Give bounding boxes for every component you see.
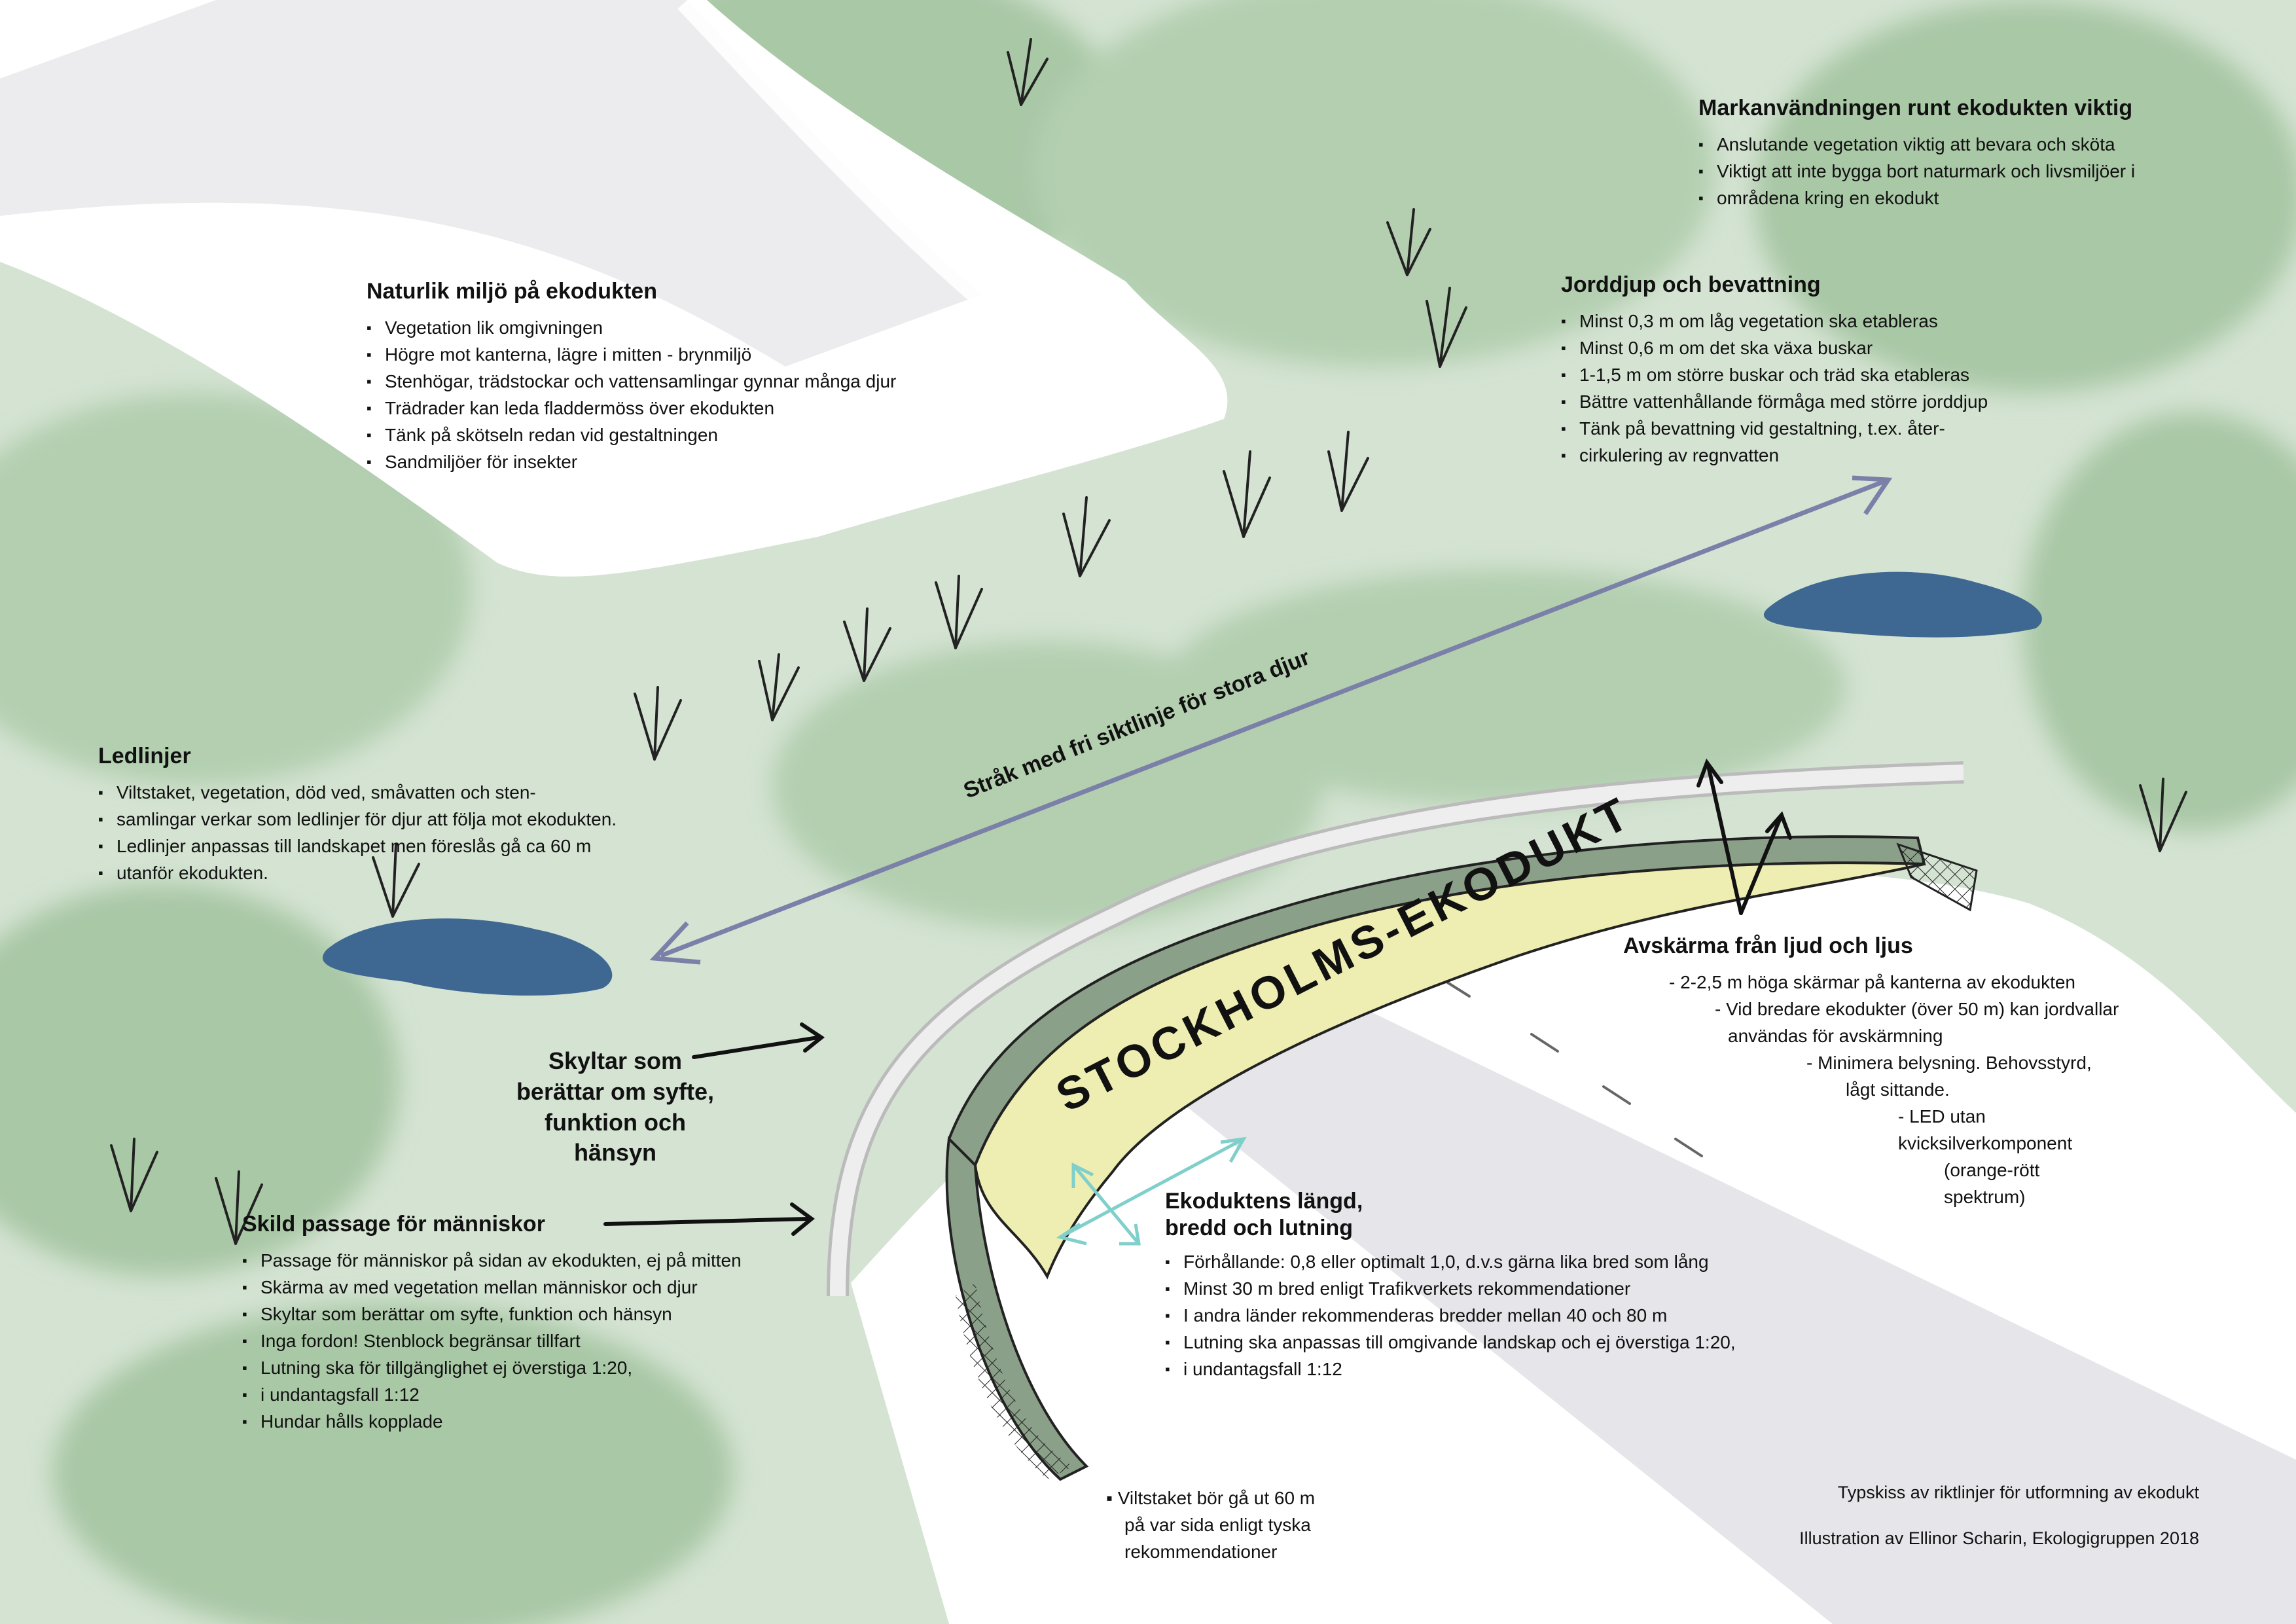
list-item: lågt sittande. <box>1846 1079 1950 1100</box>
credit-line2: Illustration av Ellinor Scharin, Ekologi… <box>1799 1528 2199 1548</box>
block-avskarma: Avskärma från ljud och ljus - 2-2,5 m hö… <box>1623 933 2121 1210</box>
block-skild: Skild passage för människor Passage för … <box>242 1211 831 1435</box>
list-item: Skyltar som berättar om syfte, funktion … <box>242 1301 831 1327</box>
list-item: I andra länder rekommenderas bredder mel… <box>1165 1302 1833 1329</box>
pointer-arrows <box>603 758 1792 1236</box>
block-skild-list: Passage för människor på sidan av ekoduk… <box>242 1247 831 1435</box>
block-ledlinjer-title: Ledlinjer <box>98 744 191 768</box>
block-avskarma-list: - 2-2,5 m höga skärmar på kanterna av ek… <box>1623 969 2121 1210</box>
list-item: Ledlinjer anpassas till landskapet men f… <box>98 833 720 859</box>
callout-skyltar-line1: Skyltar som <box>548 1047 683 1074</box>
list-item: Tänk på skötseln redan vid gestaltningen <box>367 422 1008 448</box>
list-item: - 2-2,5 m höga skärmar på kanterna av ek… <box>1669 971 2076 992</box>
block-ledlinjer-list: Viltstaket, vegetation, död ved, småvatt… <box>98 779 720 886</box>
callout-skyltar: Skyltar som berättar om syfte, funktion … <box>511 1046 720 1168</box>
list-item: - LED utan kvicksilverkomponent <box>1898 1106 2073 1153</box>
list-item: (orange-rött spektrum) <box>1944 1159 2040 1207</box>
note-viltstaket-line1: ▪ Viltstaket bör gå ut 60 m <box>1106 1488 1316 1508</box>
list-item: användas för avskärmning <box>1728 1025 1943 1046</box>
note-viltstaket-line3: rekommendationer <box>1124 1542 1278 1562</box>
list-item: Minst 0,6 m om det ska växa buskar <box>1561 334 2098 361</box>
list-item: Vegetation lik omgivningen <box>367 314 1008 341</box>
list-item: i undantagsfall 1:12 <box>242 1381 831 1408</box>
list-item: Högre mot kanterna, lägre i mitten - bry… <box>367 341 1008 368</box>
pond-right <box>1763 571 2042 638</box>
list-item: cirkulering av regnvatten <box>1561 442 2098 469</box>
block-jorddjup-list: Minst 0,3 m om låg vegetation ska etable… <box>1561 308 2098 469</box>
list-item: Inga fordon! Stenblock begränsar tillfar… <box>242 1327 831 1354</box>
block-skild-title: Skild passage för människor <box>242 1212 545 1236</box>
block-mark-title: Markanvändningen runt ekodukten viktig <box>1698 96 2133 120</box>
list-item: Sandmiljöer för insekter <box>367 448 1008 475</box>
callout-skyltar-line3: funktion och <box>545 1108 686 1136</box>
list-item: 1-1,5 m om större buskar och träd ska et… <box>1561 361 2098 388</box>
credit-line1: Typskiss av riktlinjer för utformning av… <box>1837 1483 2199 1502</box>
block-jorddjup-title: Jorddjup och bevattning <box>1561 272 1821 297</box>
block-langd: Ekoduktens längd, bredd och lutning Förh… <box>1165 1188 1833 1382</box>
block-langd-title-line1: Ekoduktens längd, <box>1165 1189 1363 1214</box>
block-mark: Markanvändningen runt ekodukten viktig A… <box>1698 95 2255 211</box>
list-item: Lutning ska anpassas till omgivande land… <box>1165 1329 1833 1356</box>
list-item: Viktigt att inte bygga bort naturmark oc… <box>1698 158 2255 185</box>
list-item: Passage för människor på sidan av ekoduk… <box>242 1247 831 1274</box>
list-item: Trädrader kan leda fladdermöss över ekod… <box>367 395 1008 422</box>
block-naturlik-list: Vegetation lik omgivningen Högre mot kan… <box>367 314 1008 475</box>
list-item: Skärma av med vegetation mellan människo… <box>242 1274 831 1301</box>
block-mark-list: Anslutande vegetation viktig att bevara … <box>1698 131 2255 211</box>
list-item: Minst 30 m bred enligt Trafikverkets rek… <box>1165 1275 1833 1302</box>
list-item: Hundar hålls kopplade <box>242 1408 831 1435</box>
list-item: - Minimera belysning. Behovsstyrd, <box>1806 1052 2092 1073</box>
block-langd-title-line2: bredd och lutning <box>1165 1215 1354 1240</box>
block-langd-title: Ekoduktens längd, bredd och lutning <box>1165 1188 1833 1242</box>
block-langd-list: Förhållande: 0,8 eller optimalt 1,0, d.v… <box>1165 1248 1833 1382</box>
block-avskarma-title: Avskärma från ljud och ljus <box>1623 933 1913 958</box>
list-item: Lutning ska för tillgänglighet ej överst… <box>242 1354 831 1381</box>
list-item: Tänk på bevattning vid gestaltning, t.ex… <box>1561 415 2098 442</box>
block-naturlik: Naturlik miljö på ekodukten Vegetation l… <box>367 278 1008 475</box>
list-item: Anslutande vegetation viktig att bevara … <box>1698 131 2255 158</box>
list-item: Viltstaket, vegetation, död ved, småvatt… <box>98 779 720 806</box>
sightline-arrow <box>649 475 1893 965</box>
list-item: Stenhögar, trädstockar och vattensamling… <box>367 368 1008 395</box>
shrubs <box>110 38 2187 1245</box>
callout-skyltar-line4: hänsyn <box>573 1139 657 1166</box>
list-item: - Vid bredare ekodukter (över 50 m) kan … <box>1715 998 2119 1019</box>
dimension-arrows <box>1056 1136 1247 1246</box>
list-item: Förhållande: 0,8 eller optimalt 1,0, d.v… <box>1165 1248 1833 1275</box>
note-viltstaket: ▪ Viltstaket bör gå ut 60 m på var sida … <box>1106 1485 1407 1565</box>
list-item: Bättre vattenhållande förmåga med större… <box>1561 388 2098 415</box>
note-viltstaket-line2: på var sida enligt tyska <box>1124 1515 1311 1535</box>
list-item: Minst 0,3 m om låg vegetation ska etable… <box>1561 308 2098 334</box>
block-naturlik-title: Naturlik miljö på ekodukten <box>367 279 657 304</box>
callout-skyltar-line2: berättar om syfte, <box>516 1077 715 1105</box>
list-item: samlingar verkar som ledlinjer för djur … <box>98 806 720 833</box>
pond-left <box>322 918 613 996</box>
block-jorddjup: Jorddjup och bevattning Minst 0,3 m om l… <box>1561 272 2098 469</box>
list-item: områdena kring en ekodukt <box>1698 185 2255 211</box>
list-item: utanför ekodukten. <box>98 859 720 886</box>
block-ledlinjer: Ledlinjer Viltstaket, vegetation, död ve… <box>98 743 720 886</box>
list-item: i undantagsfall 1:12 <box>1165 1356 1833 1382</box>
